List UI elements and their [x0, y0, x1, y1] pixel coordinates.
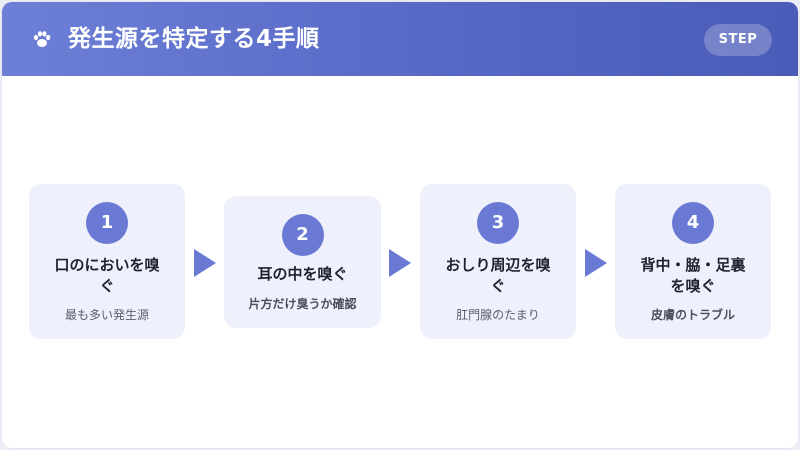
step-title-1-line2: ぐ: [99, 277, 115, 295]
step-subtitle-4: 皮膚のトラブル: [650, 308, 735, 322]
step-title-1-line1: 口のにおいを嗅: [54, 256, 160, 274]
header-bar: 発生源を特定する4手順 STEP: [2, 2, 798, 76]
page-title: 発生源を特定する4手順: [68, 26, 320, 52]
arrow-icon: [585, 249, 607, 277]
arrow-icon: [389, 249, 411, 277]
step-subtitle-1: 最も多い発生源: [64, 308, 149, 322]
step-subtitle-3: 肛門腺のたまり: [456, 308, 540, 322]
paw-icon: [33, 31, 51, 47]
step-card-4: 4 背中・脇・足裏 を嗅ぐ 皮膚のトラブル: [615, 184, 771, 339]
step-title-4: 背中・脇・足裏 を嗅ぐ: [623, 255, 763, 297]
step-title-2-line1: 耳の中を嗅ぐ: [257, 265, 348, 283]
step-title-3-line2: ぐ: [490, 277, 506, 295]
step-title-4-line2: を嗅ぐ: [670, 277, 716, 295]
step-card-1: 1 口のにおいを嗅 ぐ 最も多い発生源: [29, 184, 185, 339]
step-subtitle-2: 片方だけ臭うか確認: [248, 297, 357, 311]
step-title-3-line1: おしり周辺を嗅: [445, 256, 551, 274]
step-title-1: 口のにおいを嗅 ぐ: [37, 255, 177, 297]
step-number-1: 1: [86, 202, 128, 244]
step-card-3: 3 おしり周辺を嗅 ぐ 肛門腺のたまり: [420, 184, 576, 339]
step-card-2: 2 耳の中を嗅ぐ 片方だけ臭うか確認: [224, 196, 381, 328]
step-title-3: おしり周辺を嗅 ぐ: [428, 255, 568, 297]
step-number-2: 2: [281, 214, 324, 256]
step-number-3: 3: [477, 202, 519, 244]
step-number-4: 4: [672, 202, 714, 244]
step-title-4-line1: 背中・脇・足裏: [640, 256, 746, 274]
arrow-icon: [194, 249, 216, 277]
step-badge: STEP: [704, 24, 772, 56]
step-title-2: 耳の中を嗅ぐ: [232, 264, 373, 285]
